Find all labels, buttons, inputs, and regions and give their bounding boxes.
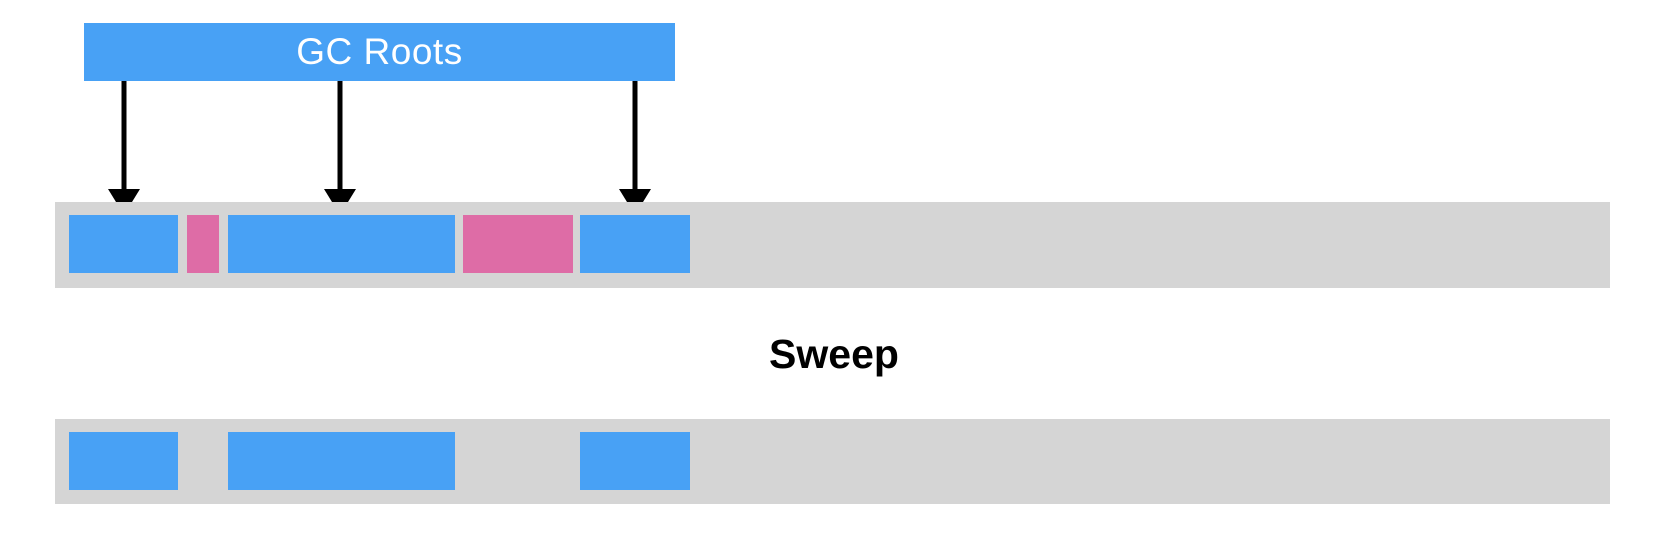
gc-roots-box: GC Roots xyxy=(84,23,675,81)
heap-segment-unreachable xyxy=(187,215,219,273)
gc-root-arrow xyxy=(619,81,651,215)
heap-segment-unreachable xyxy=(463,215,573,273)
arrow-shaft xyxy=(121,81,127,193)
heap-segment-reachable xyxy=(228,432,455,490)
arrow-shaft xyxy=(632,81,638,193)
gc-root-arrow xyxy=(108,81,140,215)
heap-after-sweep-bar xyxy=(55,419,1610,504)
heap-segment-reachable xyxy=(69,432,178,490)
arrow-shaft xyxy=(337,81,343,193)
heap-before-sweep-bar xyxy=(55,202,1610,288)
gc-root-arrow xyxy=(324,81,356,215)
gc-roots-label: GC Roots xyxy=(296,31,463,72)
heap-segment-reachable xyxy=(69,215,178,273)
heap-segment-reachable xyxy=(580,215,690,273)
heap-segment-reachable xyxy=(580,432,690,490)
heap-segment-reachable xyxy=(228,215,455,273)
sweep-label: Sweep xyxy=(769,331,899,377)
